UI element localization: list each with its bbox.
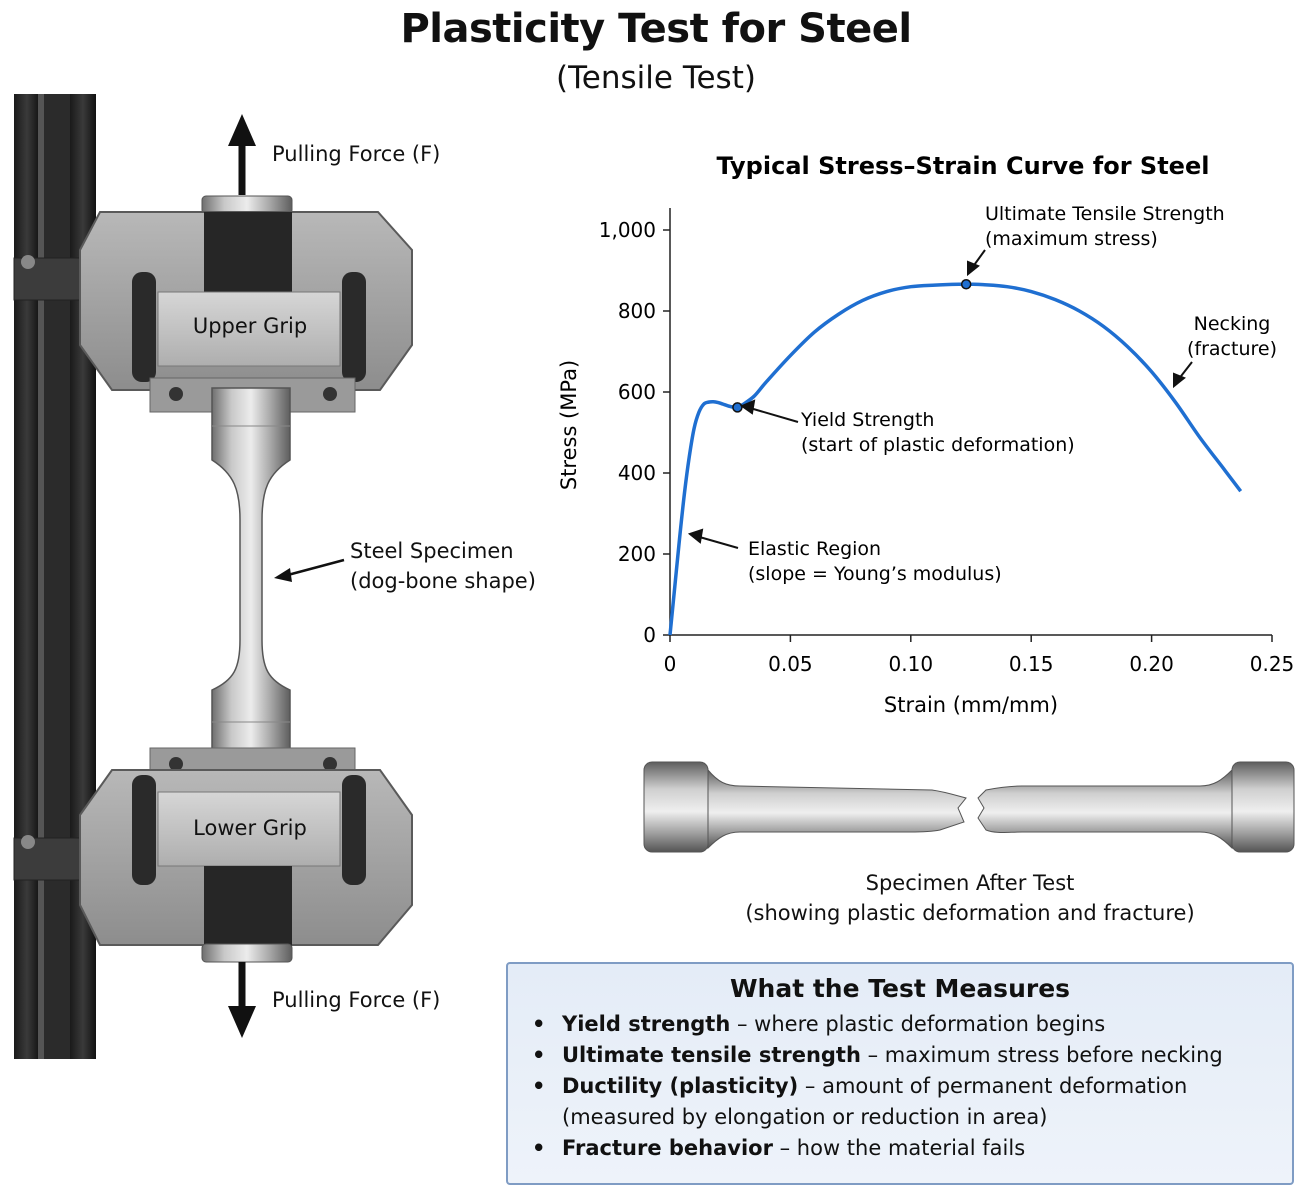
- measures-panel: What the Test Measures • Yield strength –…: [506, 962, 1294, 1185]
- necking-pointer-arrow-icon: [1173, 372, 1186, 389]
- x-tick-label: 0.05: [768, 652, 813, 676]
- x-tick-label: 0.20: [1129, 652, 1174, 676]
- upper-grip-label: Upper Grip: [192, 314, 308, 338]
- broken-specimen-left: [643, 761, 967, 853]
- force-top-label: Pulling Force (F): [272, 142, 441, 166]
- stress-strain-series-line: [668, 282, 1243, 636]
- elastic-label-line2: (slope = Young’s modulus): [748, 563, 1002, 585]
- chart-title: Typical Stress–Strain Curve for Steel: [717, 152, 1210, 180]
- measure-desc: – amount of permanent deformation: [798, 1074, 1188, 1098]
- x-tick-label: 0.10: [889, 652, 934, 676]
- stress-strain-chart: Typical Stress–Strain Curve for Steel 0 2…: [557, 152, 1295, 717]
- uts-label-line2: (maximum stress): [985, 228, 1158, 250]
- force-bottom-label: Pulling Force (F): [272, 988, 441, 1012]
- upper-grip: [79, 195, 413, 413]
- y-tick-label: 200: [618, 542, 656, 566]
- y-tick-label: 1,000: [599, 218, 656, 242]
- specimen-label-line1: Steel Specimen: [350, 539, 514, 563]
- bullet-icon: •: [532, 1136, 546, 1160]
- x-axis-label: Strain (mm/mm): [884, 693, 1058, 717]
- after-test-caption-line1: Specimen After Test: [865, 871, 1075, 895]
- key-points: [732, 279, 972, 413]
- measures-title: What the Test Measures: [729, 974, 1071, 1003]
- machine-frame-left: [14, 94, 40, 1059]
- measure-item-uts: • Ultimate tensile strength – maximum str…: [532, 1040, 1292, 1071]
- elastic-pointer-arrow-icon: [687, 528, 704, 544]
- specimen-pointer-arrow-icon: [274, 568, 292, 582]
- x-ticks: 0 0.05 0.10 0.15 0.20 0.25: [664, 635, 1295, 676]
- x-tick-label: 0: [664, 652, 677, 676]
- measure-item-ductility-note: (measured by elongation or reduction in …: [532, 1102, 1292, 1133]
- pull-down-arrow-icon: [228, 1006, 256, 1038]
- specimen-label-line2: (dog-bone shape): [350, 569, 536, 593]
- pull-up-arrow-icon: [228, 114, 256, 146]
- measures-list: • Yield strength – where plastic deformat…: [508, 1009, 1292, 1164]
- measure-desc: (measured by elongation or reduction in …: [562, 1105, 1048, 1129]
- uts-label-line1: Ultimate Tensile Strength: [985, 203, 1225, 225]
- bullet-icon: •: [532, 1074, 546, 1098]
- chart-axes: [669, 208, 1272, 636]
- bullet-icon: •: [532, 1012, 546, 1036]
- necking-label-line2: (fracture): [1187, 338, 1277, 360]
- elastic-label-line1: Elastic Region: [748, 538, 881, 560]
- yield-point: [732, 402, 743, 413]
- uts-point: [960, 279, 972, 290]
- page-subtitle: (Tensile Test): [556, 60, 756, 96]
- measure-term: Fracture behavior: [562, 1136, 773, 1160]
- x-tick-label: 0.25: [1250, 652, 1295, 676]
- measure-desc: – where plastic deformation begins: [730, 1012, 1106, 1036]
- yield-label-line1: Yield Strength: [800, 409, 934, 431]
- tensile-machine-illustration: [13, 94, 413, 1059]
- lower-grip: [79, 747, 413, 963]
- bullet-icon: •: [532, 1043, 546, 1067]
- page-title: Plasticity Test for Steel: [400, 6, 912, 52]
- uts-pointer-arrow-icon: [967, 260, 980, 277]
- x-tick-label: 0.15: [1009, 652, 1054, 676]
- after-test-caption-line2: (showing plastic deformation and fractur…: [745, 901, 1195, 925]
- y-tick-label: 600: [618, 380, 656, 404]
- measure-term: Yield strength: [562, 1012, 731, 1036]
- lower-grip-label: Lower Grip: [193, 816, 307, 840]
- y-tick-label: 800: [618, 299, 656, 323]
- measure-item-fracture: • Fracture behavior – how the material fa…: [532, 1133, 1292, 1164]
- y-tick-label: 400: [618, 461, 656, 485]
- measure-item-ductility: • Ductility (plasticity) – amount of perm…: [532, 1071, 1292, 1102]
- measure-term: Ultimate tensile strength: [562, 1043, 861, 1067]
- y-tick-label: 0: [643, 623, 656, 647]
- measure-desc: – maximum stress before necking: [860, 1043, 1223, 1067]
- measure-term: Ductility (plasticity): [562, 1074, 799, 1098]
- y-axis-label: Stress (MPa): [557, 360, 581, 490]
- broken-specimen-right: [977, 761, 1295, 853]
- necking-label-line1: Necking: [1194, 313, 1271, 335]
- measure-desc: – how the material fails: [772, 1136, 1026, 1160]
- y-ticks: 0 200 400 600 800 1,000: [599, 218, 670, 647]
- yield-pointer-arrow-icon: [739, 399, 756, 415]
- yield-label-line2: (start of plastic deformation): [801, 434, 1075, 456]
- measure-item-yield: • Yield strength – where plastic deformat…: [532, 1009, 1292, 1040]
- broken-specimen-illustration: [643, 761, 1295, 853]
